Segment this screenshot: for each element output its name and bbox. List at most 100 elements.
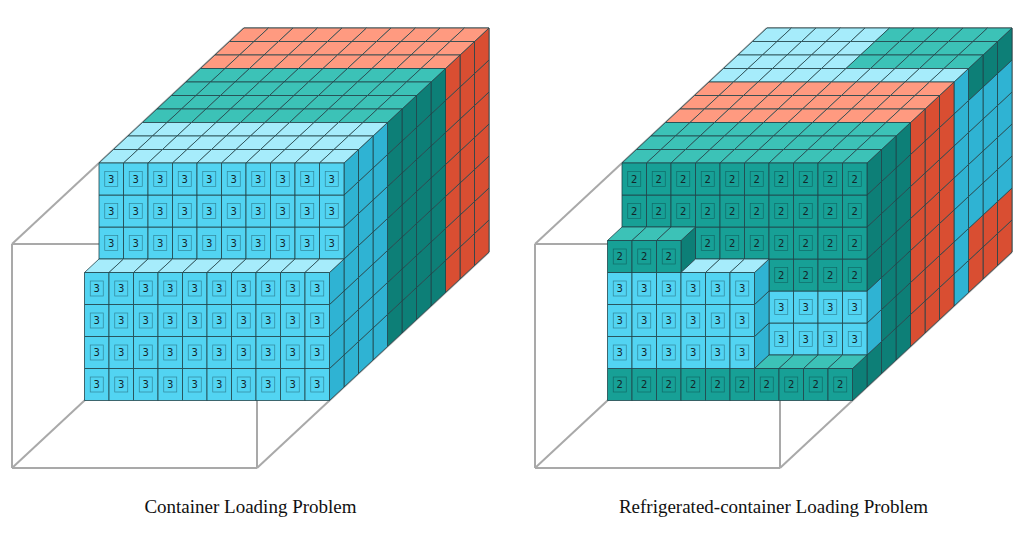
cube-front-face [804,369,829,401]
cube-number-frame [227,236,240,251]
cube-number-frame [785,377,798,392]
cube-number-frame [775,236,788,251]
cube-number: 3 [133,206,139,217]
cube-front-face [207,337,232,369]
cube-top-face [436,42,475,56]
container-frame [12,28,244,244]
cube-front-face [818,195,843,227]
cube-number: 2 [705,174,711,185]
cube-front-face [769,323,794,355]
cube-number: 2 [852,206,858,217]
cube-top-face [407,69,446,83]
cube-front-face [671,163,696,195]
cube-number: 3 [157,206,163,217]
cube-number: 2 [803,206,809,217]
cube-number: 2 [680,206,686,217]
cube-number: 3 [803,302,809,313]
cube-number-frame [799,204,812,219]
cube-number: 3 [666,347,672,358]
cube-front-face [124,227,149,259]
cube-number-frame [139,345,152,360]
cube-number-frame [848,300,861,315]
cube-top-face [872,123,911,137]
container-frame [12,467,257,469]
cube-front-face [608,369,633,401]
cube-number-frame [824,236,837,251]
cube-number: 3 [206,206,212,217]
cube-number: 2 [617,251,623,262]
cube-front-face [320,195,345,227]
cube-number: 3 [304,238,310,249]
cube-number: 3 [265,347,271,358]
cube-number: 2 [631,174,637,185]
cube-number: 3 [94,315,100,326]
cube-number-frame [775,204,788,219]
cube-top-face [915,82,954,96]
cube-number-frame [325,172,338,187]
cube-front-face [295,227,320,259]
cube-front-face [818,259,843,291]
cube-front-face [256,305,281,337]
cube-top-face [959,42,998,56]
cube-number: 3 [739,315,745,326]
cube-front-face [207,305,232,337]
cube-number: 3 [617,283,623,294]
cube-front-face [320,227,345,259]
cube-number-frame [188,281,201,296]
cube-front-face [843,259,868,291]
cube-number-frame [164,313,177,328]
cube-front-face [632,305,657,337]
cube-number: 3 [143,283,149,294]
cube-front-face [706,273,731,305]
cube-number: 3 [216,347,222,358]
cube-number: 2 [813,379,819,390]
cube-front-face [745,163,770,195]
cube-front-face [720,195,745,227]
cube-number: 3 [641,283,647,294]
cube-front-face [85,305,110,337]
cube-number: 3 [290,283,296,294]
cube-number: 3 [690,315,696,326]
cube-number-frame [139,377,152,392]
cube-front-face [843,323,868,355]
cube-front-face [85,273,110,305]
container-frame [535,28,767,244]
cube-number: 3 [157,238,163,249]
cube-front-face [232,337,257,369]
cube-number: 2 [690,379,696,390]
cube-number-frame [613,377,626,392]
cube-number: 3 [216,315,222,326]
cube-number: 3 [118,283,124,294]
cube-top-face [363,109,402,123]
cube-front-face [134,337,159,369]
cube-front-face [696,195,721,227]
cube-number: 2 [827,238,833,249]
cube-number-frame [824,204,837,219]
cube-number: 3 [290,379,296,390]
cube-front-face [109,369,134,401]
cube-front-face [85,337,110,369]
cube-number-frame [213,281,226,296]
cube-number-frame [799,300,812,315]
cube-number-frame [628,204,641,219]
cube-number-frame [628,172,641,187]
cube-number-frame [188,345,201,360]
container-frame [11,244,13,468]
cube-number-frame [276,204,289,219]
cube-front-face [657,305,682,337]
cube-number-frame [726,204,739,219]
cube-number-frame [613,345,626,360]
cube-number: 3 [265,315,271,326]
cube-number-frame [613,281,626,296]
cube-number: 2 [778,270,784,281]
cube-top-face [857,136,896,150]
cube-front-face [769,163,794,195]
cube-top-face [901,96,940,110]
cube-number-frame [638,281,651,296]
cube-front-face [271,227,296,259]
cube-top-face [930,69,969,83]
cube-number-frame [824,332,837,347]
cube-front-face [134,305,159,337]
cube-front-face [681,273,706,305]
cube-front-face [295,163,320,195]
